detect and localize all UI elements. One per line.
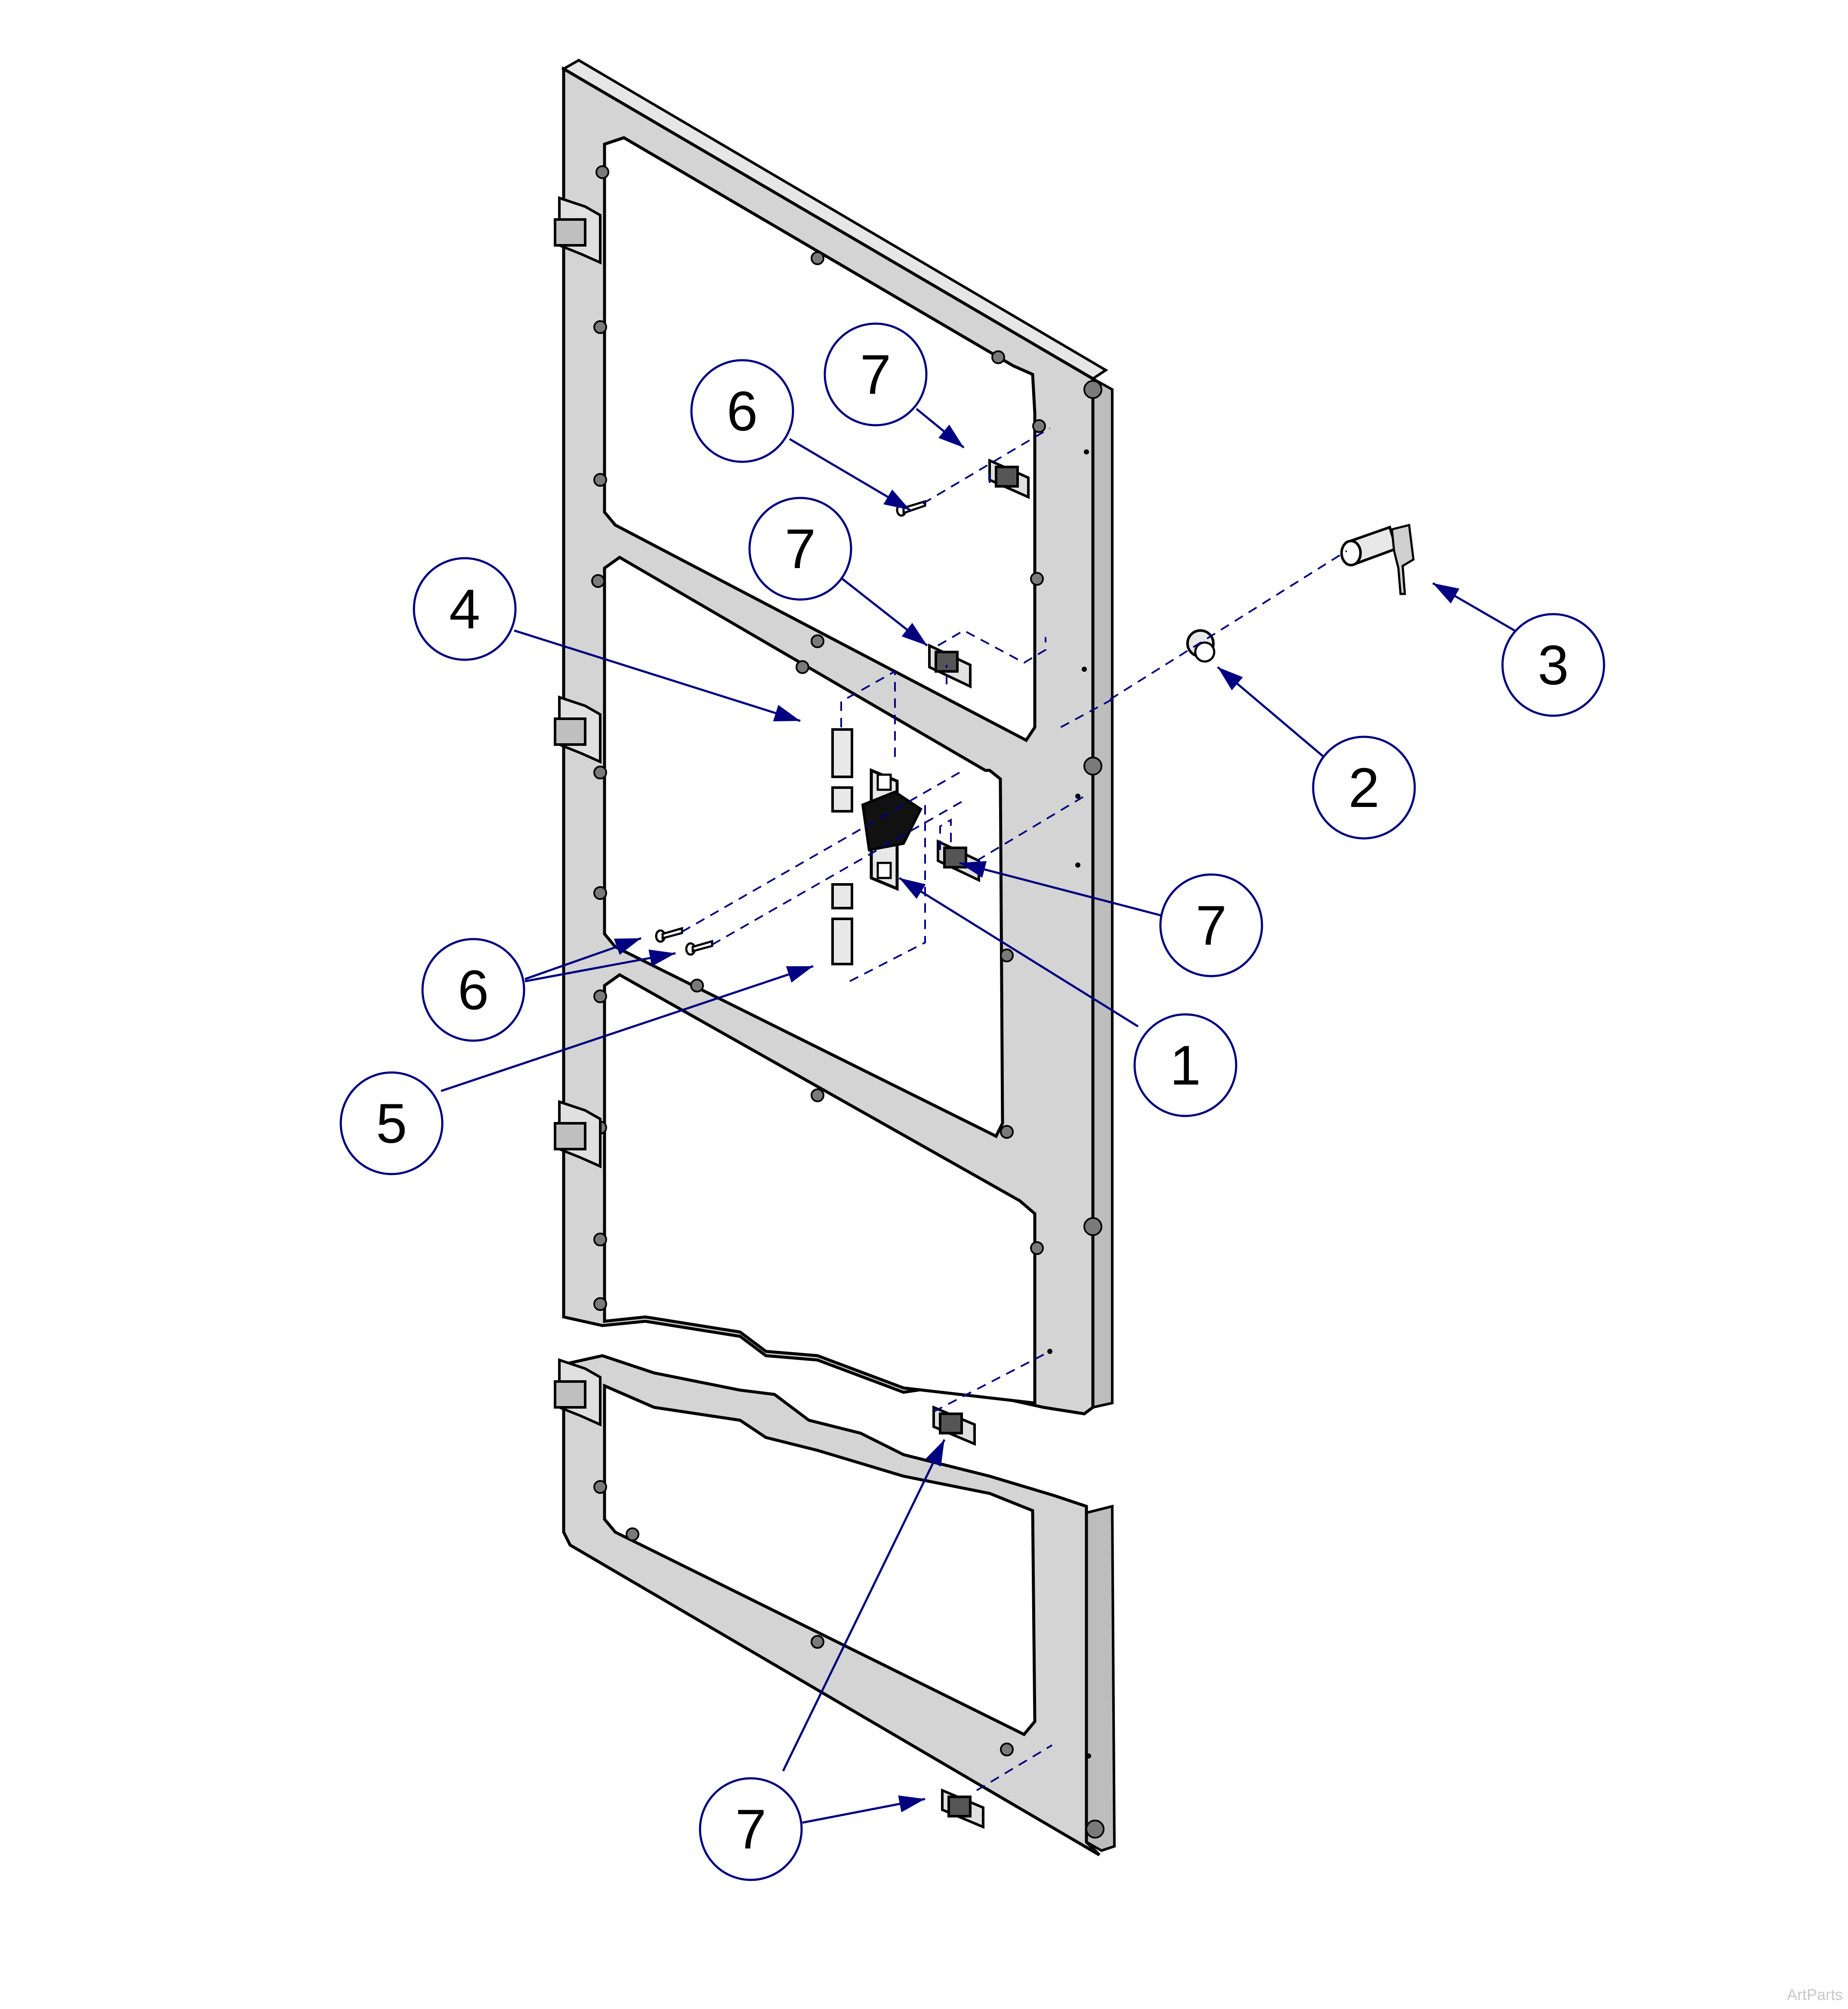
callout-7-right: 7 (1159, 873, 1263, 977)
svg-text:5: 5 (376, 1092, 407, 1155)
callouts: 1 2 3 4 5 6 6 7 (339, 322, 1605, 1881)
callout-7-bottom: 7 (699, 1777, 803, 1881)
callout-1: 1 (1133, 1013, 1237, 1117)
svg-text:7: 7 (785, 517, 816, 580)
callout-5: 5 (339, 1071, 444, 1175)
strike-pad (831, 728, 853, 965)
svg-text:7: 7 (1196, 894, 1227, 957)
hinge (554, 196, 602, 1427)
leader-lines (441, 408, 1515, 1824)
callout-4: 4 (413, 557, 517, 661)
lock-bezel (1186, 629, 1216, 663)
svg-text:6: 6 (727, 380, 758, 442)
callout-6-middle: 6 (421, 938, 525, 1042)
door-panel-lower (562, 1354, 1116, 1857)
callout-7-upper-middle: 7 (748, 497, 852, 601)
key-lock-cylinder (1340, 523, 1415, 595)
svg-text:2: 2 (1348, 756, 1379, 819)
callout-7-top: 7 (824, 322, 928, 427)
window-opening-4 (603, 1383, 1037, 1737)
svg-text:4: 4 (449, 578, 480, 640)
mounting-holes (1047, 449, 1089, 1354)
callout-6-top: 6 (690, 359, 794, 463)
callout-3: 3 (1501, 613, 1605, 717)
callout-2: 2 (1312, 736, 1416, 840)
svg-text:1: 1 (1170, 1034, 1201, 1097)
latch-assembly (861, 768, 922, 891)
svg-text:7: 7 (735, 1798, 766, 1861)
svg-text:7: 7 (860, 343, 891, 406)
assembly-lines (682, 427, 1348, 1791)
magnetic-catch (928, 458, 1030, 1829)
svg-text:6: 6 (458, 958, 489, 1021)
window-opening-3 (603, 973, 1037, 1405)
svg-text:3: 3 (1538, 634, 1569, 696)
artparts-watermark: ArtParts (1786, 1986, 1843, 2003)
panel-bosses (591, 165, 1102, 1311)
